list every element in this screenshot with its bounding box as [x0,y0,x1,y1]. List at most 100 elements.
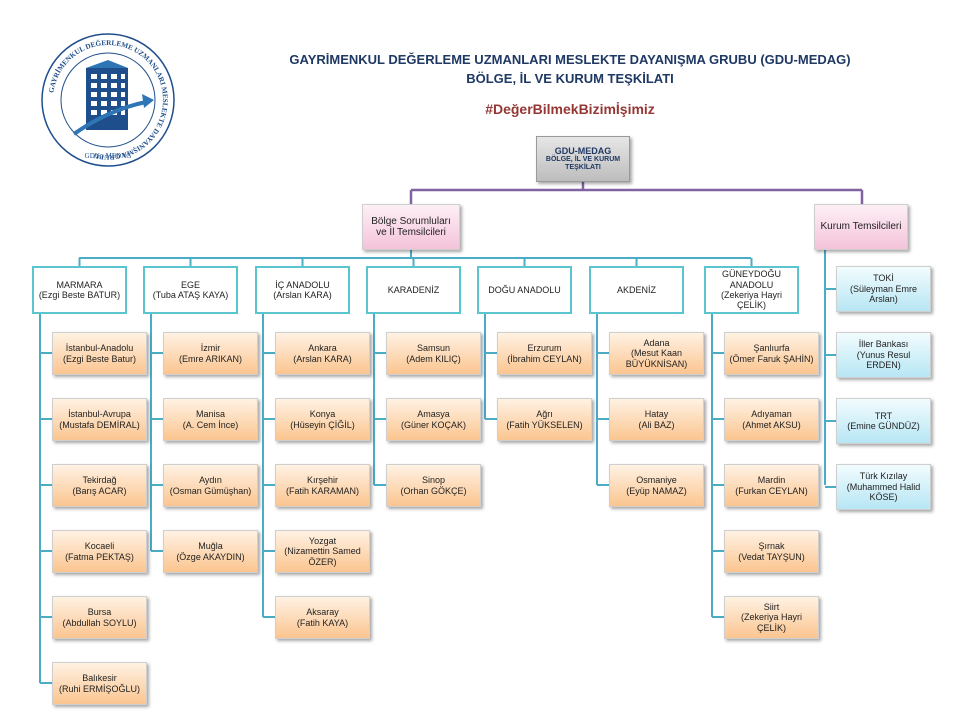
city-ankara-name: Ankara [308,343,337,354]
city-agri-rep: (Fatih YÜKSELEN) [506,419,583,430]
institution-trt-name: TRT [874,410,893,421]
city-aydin-rep: (Osman Gümüşhan) [169,485,252,496]
city-amasya: Amasya(Güner KOÇAK) [386,398,481,441]
institution-iller-bankasi-rep: (Yunus Resul ERDEN) [856,349,911,371]
institution-toki-rep: (Süleyman Emre Arslan) [849,283,918,305]
city-mugla-name: Muğla [198,541,223,552]
institution-iller-bankasi: İller Bankası(Yunus Resul ERDEN) [836,332,931,378]
region-marmara-rep: (Ezgi Beste BATUR) [38,290,121,300]
city-osmaniye: Osmaniye(Eyüp NAMAZ) [609,464,704,507]
city-sirnak-rep: (Vedat TAYŞUN) [738,551,805,562]
region-guneydogu-anadolu-rep: (Zekeriya Hayri ÇELİK) [720,290,782,311]
city-adana-name: Adana [643,337,670,348]
city-manisa-rep: (A. Cem İnce) [182,419,239,430]
city-agri-name: Ağrı [536,409,553,420]
city-aksaray: Aksaray(Fatih KAYA) [275,596,370,639]
city-sinop-name: Sinop [421,475,446,486]
city-istanbul-anadolu-rep: (Ezgi Beste Batur) [62,353,137,364]
region-karadeniz: KARADENİZ [366,266,461,314]
city-siirt-rep: (Zekeriya Hayri ÇELİK) [740,612,802,633]
region-ege-name: EGE [180,279,200,290]
city-izmir-name: İzmir [200,343,221,354]
regions-head-line2: ve İl Temsilcileri [376,227,446,238]
region-dogu-anadolu-name: DOĞU ANADOLU [488,284,561,295]
city-mardin-name: Mardin [757,475,786,486]
institutions-head-label: Kurum Temsilcileri [820,221,902,233]
city-konya: Konya(Hüseyin ÇİĞİL) [275,398,370,441]
root-subtitle: BÖLGE, İL VE KURUM TEŞKİLATI [545,156,621,172]
city-bursa-name: Bursa [87,607,112,618]
city-istanbul-avrupa-rep: (Mustafa DEMİRAL) [59,419,140,430]
city-ankara-rep: (Arslan KARA) [293,353,352,364]
title-line-1: GAYRİMENKUL DEĞERLEME UZMANLARI MESLEKTE… [289,52,851,67]
city-mardin-rep: (Furkan CEYLAN) [735,485,808,496]
region-marmara: MARMARA(Ezgi Beste BATUR) [32,266,127,314]
institutions-head-node: Kurum Temsilcileri [814,204,908,250]
city-tekirdag-rep: (Barış ACAR) [72,485,127,496]
city-erzurum-rep: (İbrahim CEYLAN) [507,353,582,364]
region-ege: EGE(Tuba ATAŞ KAYA) [143,266,238,314]
city-balikesir-rep: (Ruhi ERMİŞOĞLU) [58,683,140,694]
region-marmara-name: MARMARA [56,279,103,290]
city-agri: Ağrı(Fatih YÜKSELEN) [497,398,592,441]
city-adiyaman-rep: (Ahmet AKSU) [742,419,801,430]
region-ege-rep: (Tuba ATAŞ KAYA) [152,290,229,300]
root-title: GDU-MEDAG [554,145,612,156]
institution-iller-bankasi-name: İller Bankası [858,339,909,350]
city-samsun-name: Samsun [416,343,451,354]
city-konya-rep: (Hüseyin ÇİĞİL) [290,419,355,430]
city-amasya-name: Amasya [417,409,450,420]
region-ic-anadolu-rep: (Arslan KARA) [273,290,332,300]
city-kirsehir-name: Kırşehir [306,475,338,486]
gdu-medag-logo: GAYRİMENKUL DEĞERLEME UZMANLARI MESLEKTE… [38,30,178,170]
city-aydin: Aydın(Osman Gümüşhan) [163,464,258,507]
regions-head-node: Bölge Sorumluları ve İl Temsilcileri [362,204,460,250]
city-tekirdag: Tekirdağ(Barış ACAR) [52,464,147,507]
hashtag: #DeğerBilmekBizimİşimiz [485,101,655,117]
city-mugla-rep: (Özge AKAYDIN) [176,551,245,562]
city-tekirdag-name: Tekirdağ [82,475,117,486]
region-karadeniz-name: KARADENİZ [387,284,440,295]
city-amasya-rep: (Güner KOÇAK) [400,419,467,430]
city-adiyaman: Adıyaman(Ahmet AKSU) [724,398,819,441]
city-hatay-name: Hatay [644,409,669,420]
city-sirnak-name: Şırnak [758,541,785,552]
region-ic-anadolu-name: İÇ ANADOLU [275,279,330,290]
city-kirsehir-rep: (Fatih KARAMAN) [285,485,359,496]
city-adana: Adana(Mesut Kaan BÜYÜKNİSAN) [609,332,704,375]
city-hatay: Hatay(Ali BAZ) [609,398,704,441]
city-yozgat-rep: (Nizamettin Samed ÖZER) [284,546,361,567]
city-izmir: İzmir(Emre ARIKAN) [163,332,258,375]
city-sinop: Sinop(Orhan GÖKÇE) [386,464,481,507]
city-manisa-name: Manisa [195,409,225,420]
city-osmaniye-name: Osmaniye [636,475,677,486]
city-adiyaman-name: Adıyaman [751,409,792,420]
city-erzurum-name: Erzurum [527,343,562,354]
region-akdeniz: AKDENİZ [589,266,684,314]
city-istanbul-anadolu-name: İstanbul-Anadolu [65,343,134,354]
city-konya-name: Konya [309,409,336,420]
city-adana-rep: (Mesut Kaan BÜYÜKNİSAN) [625,348,688,369]
regions-head-line1: Bölge Sorumluları [371,215,451,227]
city-sirnak: Şırnak(Vedat TAYŞUN) [724,530,819,573]
institution-turk-kizilay: Türk Kızılay(Muhammed Halid KÖSE) [836,464,931,510]
city-sanliurfa-name: Şanlıurfa [753,343,790,354]
city-kirsehir: Kırşehir(Fatih KARAMAN) [275,464,370,507]
city-bursa: Bursa(Abdullah SOYLU) [52,596,147,639]
city-istanbul-avrupa-name: İstanbul-Avrupa [68,409,131,420]
city-mugla: Muğla(Özge AKAYDIN) [163,530,258,573]
city-balikesir: Balıkesir(Ruhi ERMİŞOĞLU) [52,662,147,705]
city-samsun: Samsun(Adem KILIÇ) [386,332,481,375]
city-yozgat: Yozgat(Nizamettin Samed ÖZER) [275,530,370,573]
city-hatay-rep: (Ali BAZ) [638,419,675,430]
city-kocaeli: Kocaeli(Fatma PEKTAŞ) [52,530,147,573]
logo-bottom-text: GDU - MEDAG [85,152,132,160]
city-mardin: Mardin(Furkan CEYLAN) [724,464,819,507]
institution-toki: TOKİ(Süleyman Emre Arslan) [836,266,931,312]
institution-trt-rep: (Emine GÜNDÜZ) [847,421,920,431]
region-guneydogu-anadolu: GÜNEYDOĞU ANADOLU(Zekeriya Hayri ÇELİK) [704,266,799,314]
institution-toki-name: TOKİ [873,273,894,284]
city-sinop-rep: (Orhan GÖKÇE) [400,485,467,496]
city-istanbul-avrupa: İstanbul-Avrupa(Mustafa DEMİRAL) [52,398,147,441]
city-ankara: Ankara(Arslan KARA) [275,332,370,375]
